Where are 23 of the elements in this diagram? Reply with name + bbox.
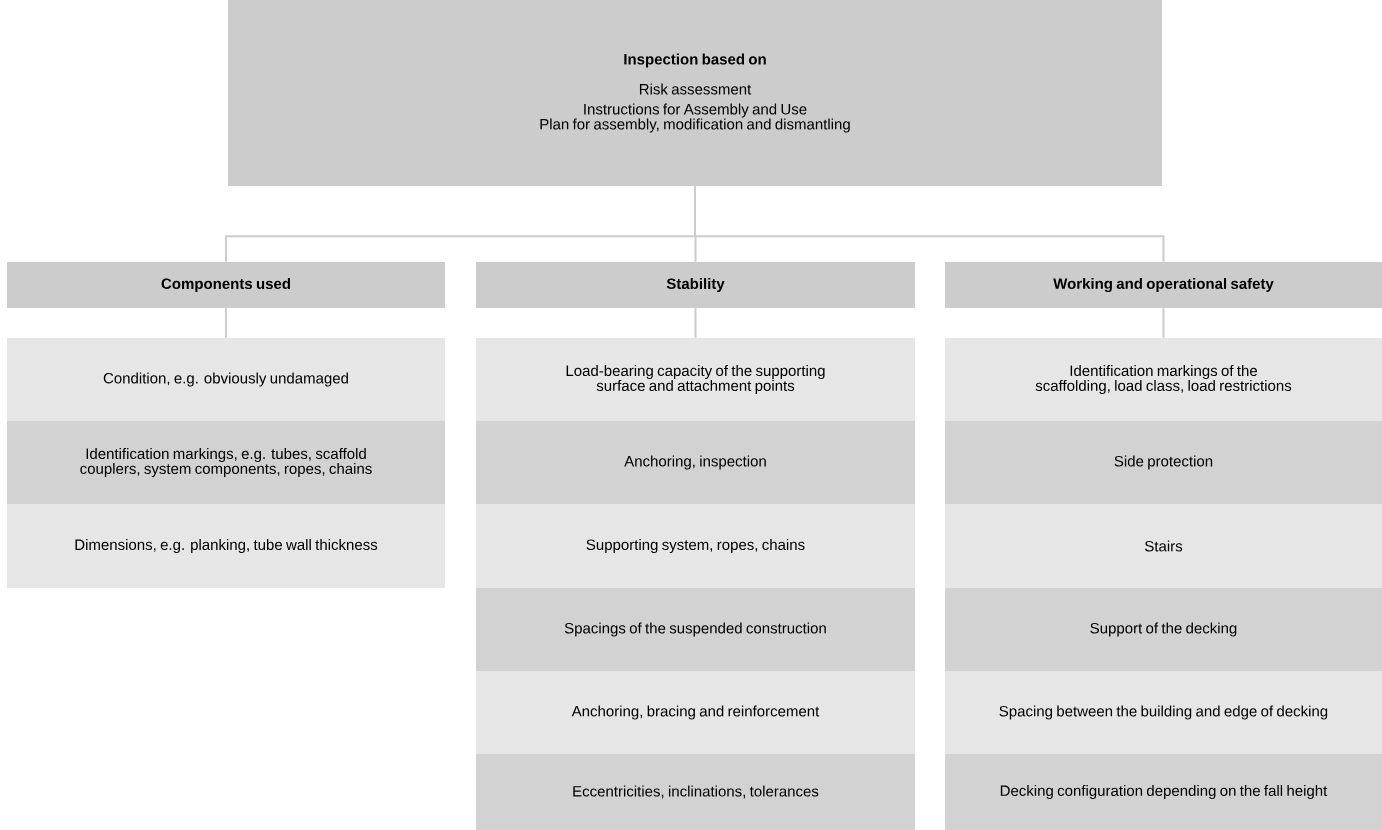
- item-box: Eccentricities, inclinations, tolerances: [476, 754, 915, 830]
- item-box: Anchoring, inspection: [476, 421, 915, 504]
- item-box: Support of the decking: [945, 588, 1382, 671]
- item-box: Anchoring, bracing and reinforcement: [476, 671, 915, 754]
- top-box: Inspection based on Risk assessment Instructions for Assembly and Use Plan for assembly, modification and dismantling: [228, 0, 1162, 186]
- item-box: Side protection: [945, 421, 1382, 504]
- item-box: Supporting system, ropes, chains: [476, 504, 915, 588]
- connector-line: [225, 307, 227, 339]
- header-box: Components used: [7, 262, 445, 308]
- connector-line: [694, 307, 697, 339]
- item-box: Identification markings, e.g. tubes, scaffold couplers, system components, ropes, chains: [7, 421, 445, 504]
- item-box: Stairs: [945, 504, 1382, 588]
- connector-line: [1162, 307, 1165, 339]
- item-box: Spacings of the suspended construction: [476, 588, 915, 671]
- connector-line: [694, 185, 1165, 263]
- item-box: Condition, e.g. obviously undamaged: [7, 338, 445, 421]
- item-box: Load-bearing capacity of the supporting surface and attachment points: [476, 338, 915, 421]
- item-box: Dimensions, e.g. planking, tube wall thickness: [7, 504, 445, 588]
- item-box: Decking configuration depending on the fall height: [945, 754, 1382, 830]
- item-box: Identification markings of the scaffolding, load class, load restrictions: [945, 338, 1382, 421]
- header-box: Working and operational safety: [945, 262, 1382, 308]
- header-box: Stability: [476, 262, 915, 308]
- item-box: Spacing between the building and edge of decking: [945, 671, 1382, 754]
